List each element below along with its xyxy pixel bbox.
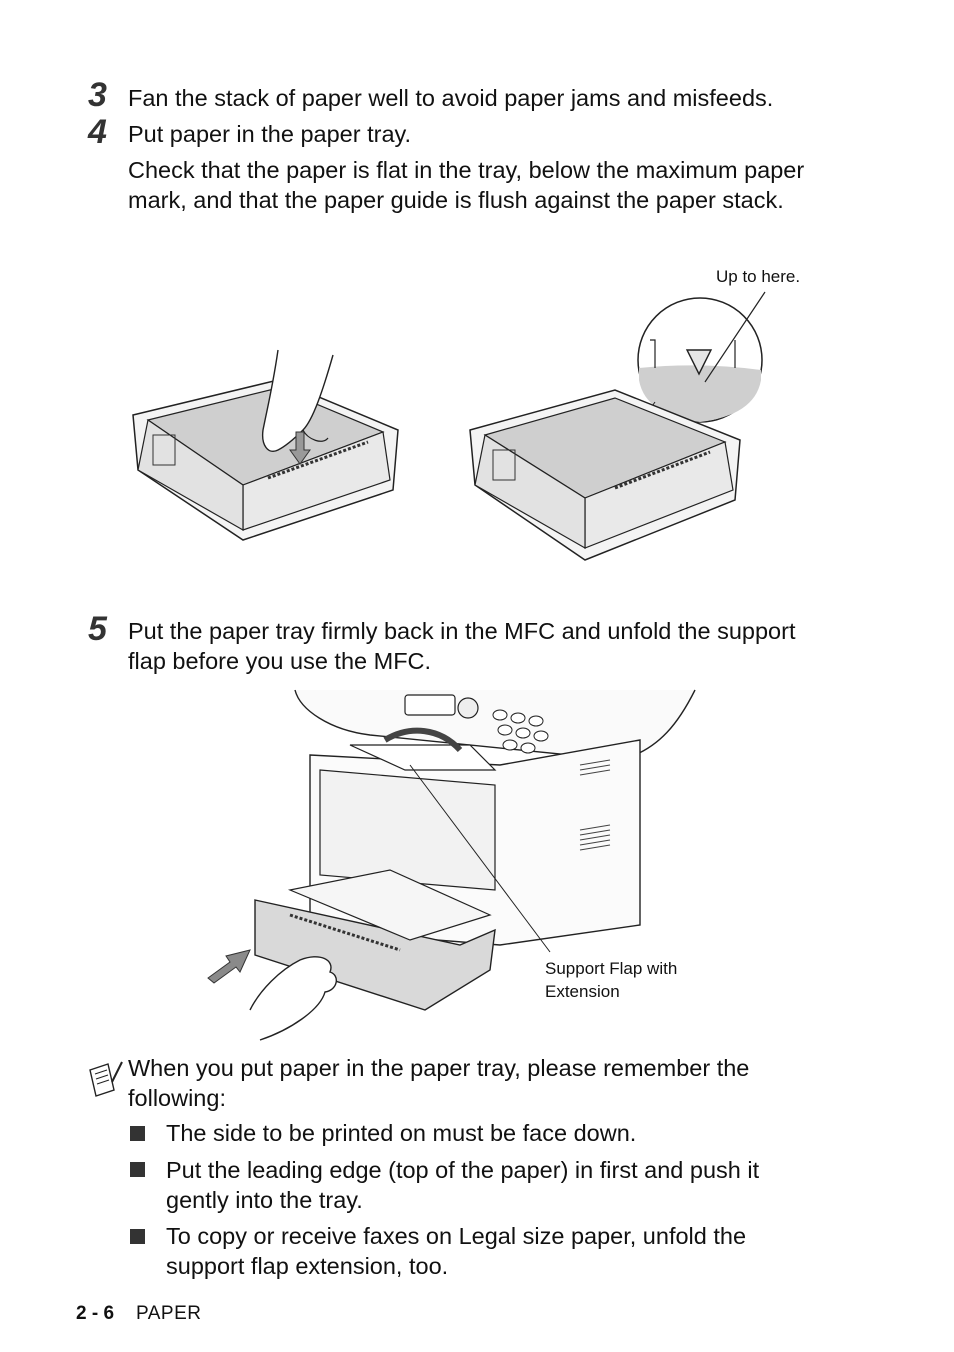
tray-illustration-left <box>132 349 399 541</box>
note-pad-icon <box>89 1061 123 1097</box>
mfc-illustration <box>207 689 696 1041</box>
step-number-3: 3 <box>88 76 107 114</box>
step-4-text: Put paper in the paper tray. <box>128 121 412 147</box>
step-5-text: Put the paper tray firmly back in the MF… <box>128 618 796 674</box>
bullet-marker <box>130 1126 145 1141</box>
step-number-4: 4 <box>88 113 107 151</box>
figure1-callout: Up to here. <box>716 267 801 286</box>
step-3-text: Fan the stack of paper well to avoid pap… <box>128 85 774 111</box>
note-bullet-1: The side to be printed on must be face d… <box>166 1120 637 1146</box>
step-4-detail: Check that the paper is flat in the tray… <box>128 157 805 213</box>
note-bullet-2: Put the leading edge (top of the paper) … <box>166 1157 760 1213</box>
page-number: 2 - 6 <box>76 1303 115 1324</box>
bullet-marker <box>130 1162 145 1177</box>
bullet-marker <box>130 1229 145 1244</box>
note-bullet-3: To copy or receive faxes on Legal size p… <box>166 1223 747 1279</box>
figure2-callout: Support Flap with Extension <box>545 959 678 1001</box>
note-intro: When you put paper in the paper tray, pl… <box>128 1055 750 1111</box>
tray-illustration-right <box>469 291 766 561</box>
section-title: PAPER <box>136 1303 202 1324</box>
step-number-5: 5 <box>88 610 107 648</box>
